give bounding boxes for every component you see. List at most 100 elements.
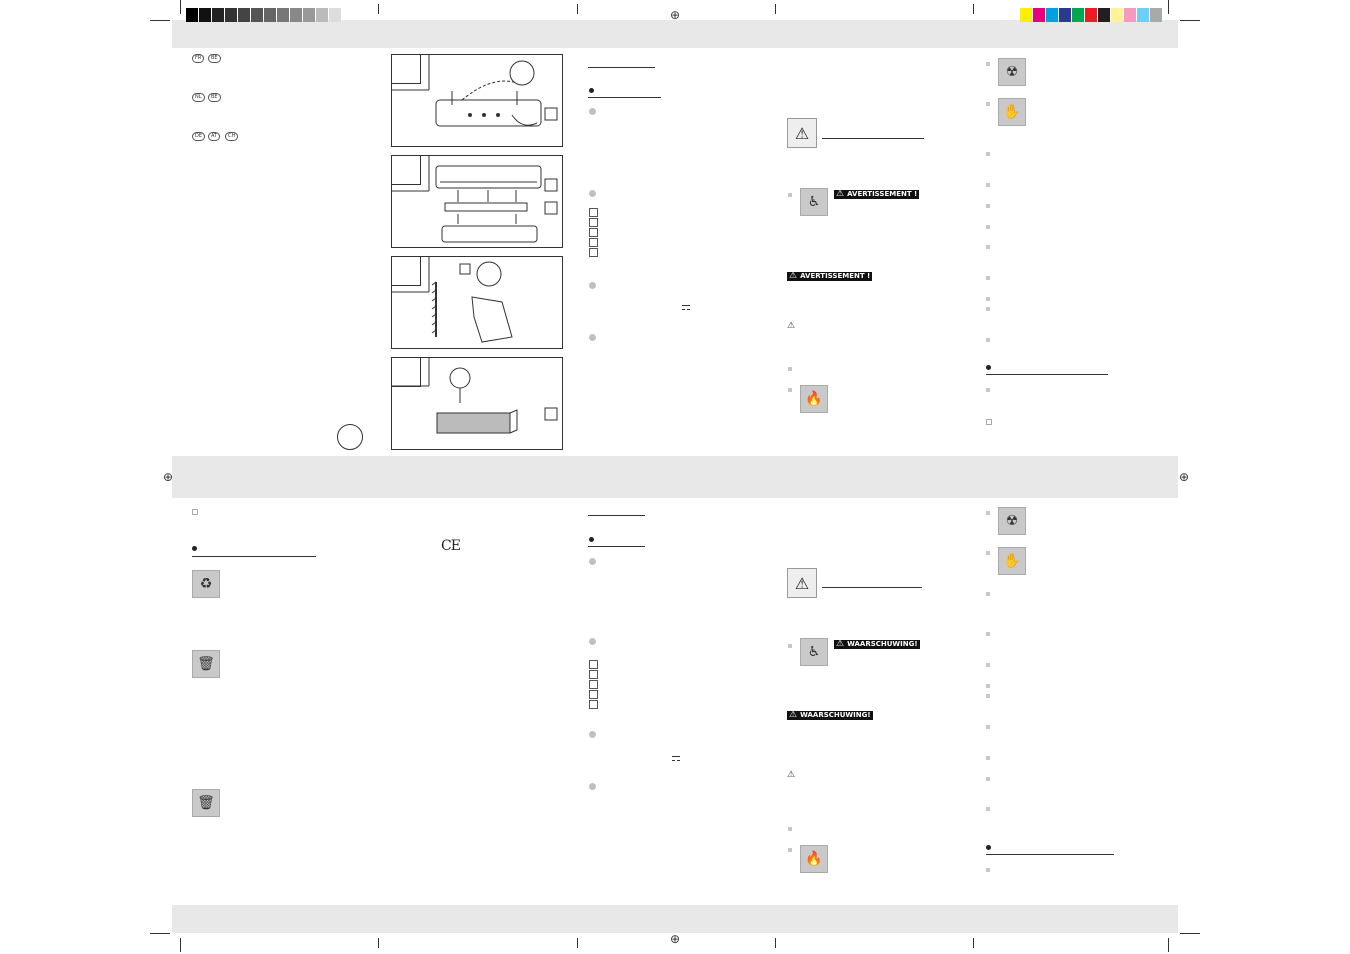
gray-swatch xyxy=(212,8,224,22)
list-bullet xyxy=(589,558,596,565)
figure-b-drawing xyxy=(392,156,558,243)
gray-swatch xyxy=(329,8,341,22)
gray-swatch xyxy=(303,8,315,22)
warning-triangle-icon: ⚠ xyxy=(787,118,817,148)
color-swatch xyxy=(1085,8,1097,22)
section-rule xyxy=(986,374,1108,375)
figure-c-drawing xyxy=(392,257,513,343)
warning-label: ⚠WAARSCHUWING! xyxy=(834,639,920,649)
warning-label-text: WAARSCHUWING! xyxy=(800,711,871,719)
section-bullet xyxy=(192,546,197,551)
list-bullet xyxy=(986,663,990,667)
dc-symbol xyxy=(682,305,690,310)
safety-icon: ☢ xyxy=(998,58,1026,86)
warning-triangle-icon: ⚠ xyxy=(787,770,796,780)
gray-swatch xyxy=(225,8,237,22)
figure-d xyxy=(391,357,563,450)
country-flag: AT xyxy=(208,132,221,141)
figure-a xyxy=(391,54,563,147)
warning-label: ⚠AVERTISSEMENT ! xyxy=(834,189,920,199)
crop-mark xyxy=(180,0,181,14)
checkbox-square xyxy=(589,680,598,689)
section-rule xyxy=(822,587,922,588)
gray-swatch xyxy=(199,8,211,22)
crop-mark xyxy=(378,4,379,14)
child-hazard-icon: ♿ xyxy=(800,638,828,666)
section-rule xyxy=(588,546,645,547)
warning-label-text: AVERTISSEMENT ! xyxy=(847,190,918,198)
list-bullet xyxy=(986,694,990,698)
gray-swatch xyxy=(316,8,328,22)
color-swatch xyxy=(1111,8,1123,22)
checkbox-square xyxy=(589,238,598,247)
list-bullet xyxy=(589,638,596,645)
section-rule xyxy=(192,556,316,557)
list-bullet xyxy=(986,632,990,636)
list-bullet xyxy=(589,282,596,289)
country-flag: FR xyxy=(192,54,205,63)
color-swatch xyxy=(1033,8,1045,22)
section-bullet xyxy=(986,365,991,370)
checkbox-square xyxy=(589,660,598,669)
list-bullet xyxy=(589,334,596,341)
top-band xyxy=(172,20,1178,48)
list-bullet xyxy=(986,338,990,342)
figure-d-drawing xyxy=(392,358,558,434)
crop-mark xyxy=(775,4,776,14)
color-swatch xyxy=(1020,8,1032,22)
figure-number-box xyxy=(392,156,421,185)
crop-mark xyxy=(150,933,170,934)
list-bullet xyxy=(986,183,990,187)
warning-label: ⚠WAARSCHUWING! xyxy=(787,710,873,720)
list-bullet xyxy=(788,367,792,371)
figure-c xyxy=(391,256,563,349)
registration-mark-icon: ⊕ xyxy=(1178,470,1190,484)
ce-mark: CE xyxy=(441,538,461,554)
color-swatch xyxy=(1059,8,1071,22)
checkbox-square xyxy=(589,218,598,227)
list-bullet xyxy=(589,783,596,790)
checkbox-square xyxy=(589,228,598,237)
warning-label-text: WAARSCHUWING! xyxy=(847,640,918,648)
crossed-bin-icon: 🗑 xyxy=(192,650,220,678)
color-swatch xyxy=(1046,8,1058,22)
glove-icon: ✋ xyxy=(998,98,1026,126)
gray-swatch xyxy=(186,8,198,22)
color-swatch xyxy=(1137,8,1149,22)
gray-swatch xyxy=(277,8,289,22)
list-bullet xyxy=(589,731,596,738)
figure-b xyxy=(391,155,563,248)
crop-mark xyxy=(1180,933,1200,934)
list-bullet xyxy=(986,297,990,301)
gray-swatch xyxy=(264,8,276,22)
gray-swatch xyxy=(251,8,263,22)
middle-band xyxy=(172,456,1178,498)
crop-mark xyxy=(973,4,974,14)
list-bullet xyxy=(986,276,990,280)
page-marker-circle xyxy=(337,424,363,450)
section-rule xyxy=(588,67,655,68)
section-rule xyxy=(588,515,645,516)
list-bullet xyxy=(986,245,990,249)
gray-swatch xyxy=(290,8,302,22)
list-bullet xyxy=(986,419,992,425)
crop-mark xyxy=(577,938,578,948)
list-bullet xyxy=(986,551,990,555)
list-bullet xyxy=(986,756,990,760)
section-rule xyxy=(986,854,1114,855)
color-swatch xyxy=(1098,8,1110,22)
list-bullet xyxy=(986,307,990,311)
flame-icon: 🔥 xyxy=(800,385,828,413)
glove-icon: ✋ xyxy=(998,547,1026,575)
bottom-band xyxy=(172,905,1178,933)
list-bullet xyxy=(986,388,990,392)
list-bullet xyxy=(986,592,990,596)
checkbox-square xyxy=(589,208,598,217)
color-swatch xyxy=(1150,8,1162,22)
registration-mark-icon: ⊕ xyxy=(669,8,681,22)
list-bullet xyxy=(986,511,990,515)
registration-mark-icon: ⊕ xyxy=(669,932,681,946)
checkbox-square xyxy=(589,700,598,709)
list-bullet xyxy=(589,108,596,115)
list-bullet xyxy=(986,204,990,208)
